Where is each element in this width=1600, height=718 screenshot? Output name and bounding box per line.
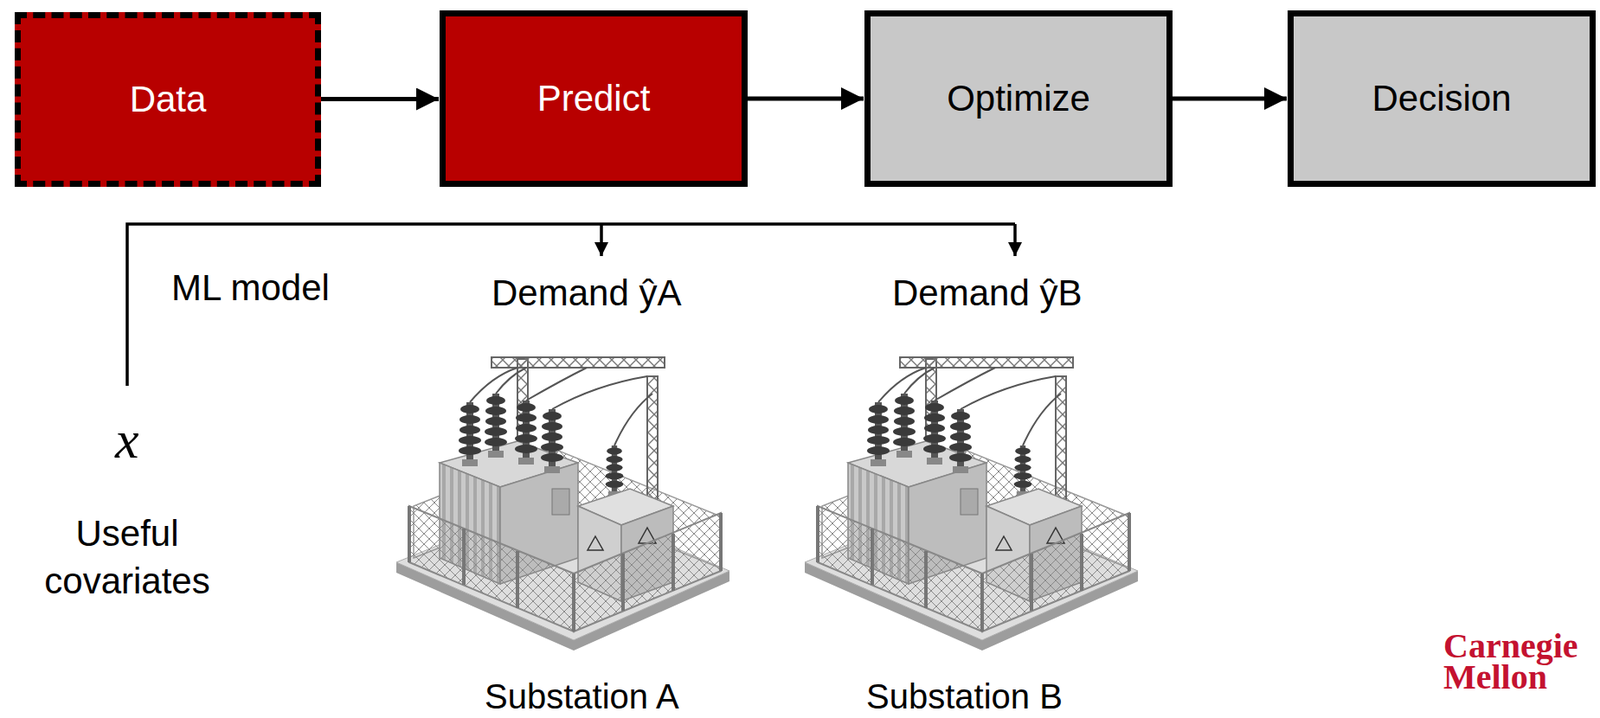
covariates-label: Useful covariates [23, 510, 232, 605]
prediction-label: Demand ŷA [491, 273, 682, 314]
substation-label: Substation A [484, 678, 680, 715]
ml-model-label: ML model [171, 268, 330, 309]
bracket-arrow [599, 224, 604, 257]
box-label: Optimize [946, 77, 1091, 120]
box-label: Predict [537, 77, 651, 120]
prediction-label: Demand ŷB [892, 273, 1082, 314]
substation-illustration [804, 357, 1138, 651]
substation-illustration [396, 357, 730, 651]
bracket-arrow [1013, 224, 1017, 257]
data-box: Data [14, 12, 322, 187]
flow-arrow [747, 96, 864, 102]
ml-model-bracket [127, 224, 1016, 386]
variable-label: x [115, 410, 140, 470]
decision-box: Decision [1287, 10, 1596, 187]
substation-label: Substation B [866, 678, 1063, 715]
flow-arrow [321, 96, 439, 102]
box-label: Decision [1371, 77, 1511, 120]
optimize-box: Optimize [864, 10, 1173, 187]
predict-box: Predict [439, 10, 748, 187]
box-label: Data [129, 78, 207, 121]
flow-arrow [1172, 96, 1287, 102]
logo-text: Carnegie Mellon [1443, 630, 1596, 694]
